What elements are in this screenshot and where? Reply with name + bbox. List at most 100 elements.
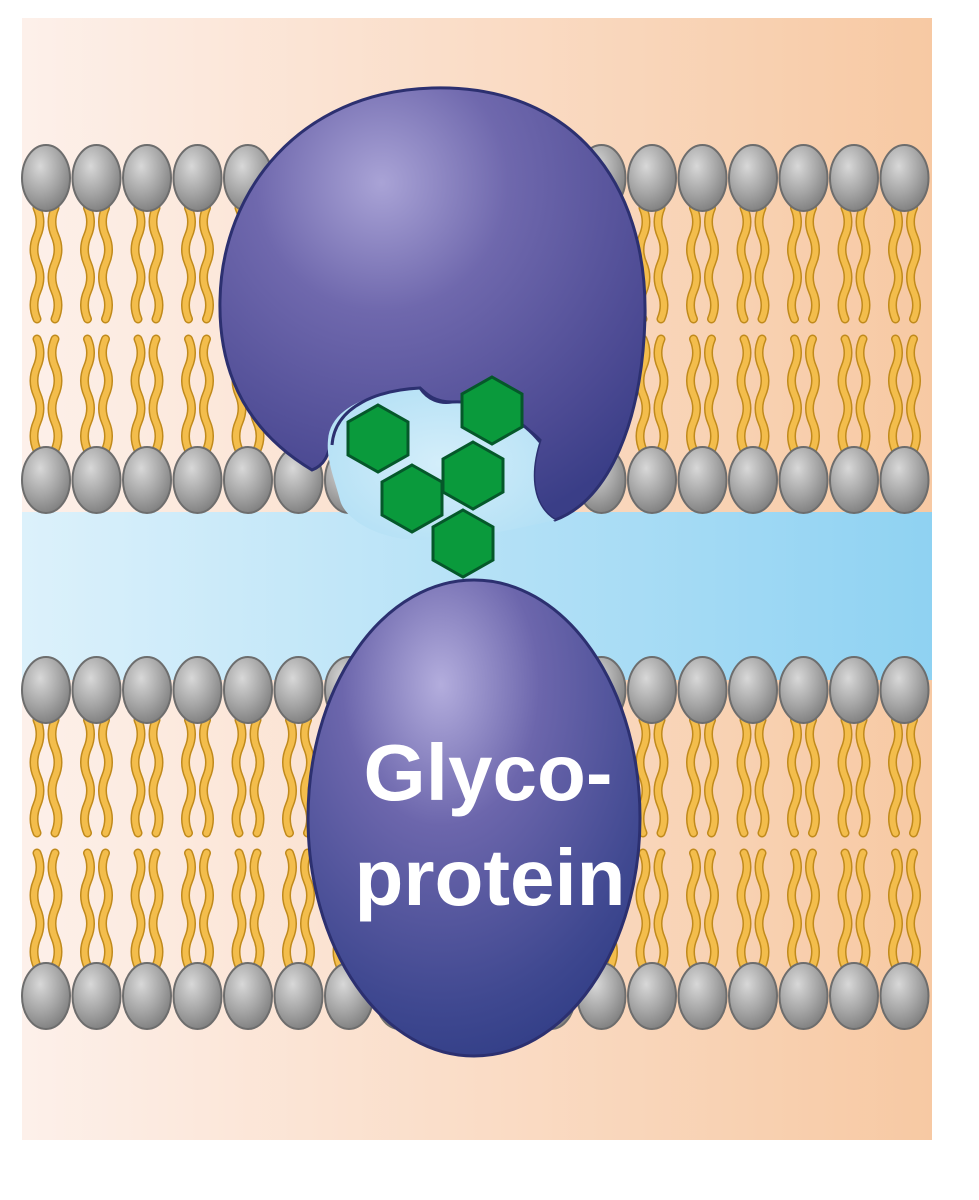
sugar-hexagon-1 [431,508,495,579]
lipid-tail [738,850,750,969]
lipid-tail [889,205,902,322]
glycoprotein-label-line1: Glyco- [364,728,613,817]
lipid-tail [806,717,819,836]
lipid-tail [150,850,162,969]
phospholipid-head [829,144,879,212]
phospholipid-head [829,446,879,514]
lipid-tail [132,850,144,969]
lipid-tail [889,850,902,969]
lipid-tail [806,850,819,969]
phospholipid-head [627,446,677,514]
lipid-tail [31,205,43,322]
lipid-tail [49,205,61,322]
glycoprotein-body [306,578,642,1058]
lipid-tail [200,850,213,969]
lipid-tail [99,336,112,453]
lipid-tail [839,205,851,322]
lipid-tail [182,717,195,836]
lipid-tail [637,850,649,969]
phospholipid-head [627,656,677,724]
lipid-tail [655,717,667,836]
lipid-tail [251,850,263,969]
lipid-tail [687,336,700,453]
lipid-tail [788,850,801,969]
phospholipid-head [728,962,778,1030]
lipid-tail [132,336,144,453]
lipid-tail [756,850,768,969]
lipid-tail [182,205,195,322]
lipid-tail [31,850,43,969]
lipid-tail [150,205,162,322]
lipid-tail [687,717,700,836]
phospholipid-head [172,656,223,724]
phospholipid-head [122,144,172,212]
phospholipid-head [778,446,829,514]
phospholipid-head [778,144,829,212]
lipid-tail [889,336,902,453]
sugar-hexagon-3 [441,440,505,511]
phospholipid-head [677,962,728,1030]
lipid-tail [233,717,245,836]
lipid-tail [839,850,851,969]
lipid-tail [99,717,112,836]
upper-cell-membrane [21,144,930,514]
phospholipid-head [728,446,778,514]
lipid-tail [857,336,869,453]
phospholipid-head [677,144,728,212]
lipid-tail [705,336,718,453]
phospholipid-head [273,962,324,1030]
lipid-tail [756,205,768,322]
lipid-tail [200,205,213,322]
lipid-tail [705,205,718,322]
lipid-tail [655,205,667,322]
phospholipid-head [829,656,879,724]
phospholipid-head [879,446,930,514]
phospholipid-head [627,144,677,212]
lipid-tail [687,850,700,969]
lipid-tail [907,336,920,453]
lipid-tail [705,717,718,836]
phospholipid-head [223,446,273,514]
lipid-tail [49,850,61,969]
lipid-tail [99,850,112,969]
glycoprotein: Glyco- protein [306,578,642,1058]
carbohydrate-chain [346,375,524,579]
phospholipid-head [829,962,879,1030]
phospholipid-head [879,962,930,1030]
lipid-tail [907,850,920,969]
lipid-tail [738,717,750,836]
lipid-tail [788,717,801,836]
lipid-tail [839,717,851,836]
phospholipid-head [627,962,677,1030]
phospholipid-head [778,962,829,1030]
lipid-tail [81,717,94,836]
lipid-tail [857,205,869,322]
phospholipid-head [728,144,778,212]
phospholipid-head [223,962,273,1030]
lipid-tail [655,850,667,969]
phospholipid-head [71,446,122,514]
lipid-tail [182,850,195,969]
lipid-tail [81,205,94,322]
lipid-tail [200,717,213,836]
lipid-tail [233,850,245,969]
lipid-tail [251,717,263,836]
phospholipid-head [172,144,223,212]
glycoprotein-label-line2: protein [354,833,625,922]
lipid-tail [857,717,869,836]
lipid-tail [31,717,43,836]
phospholipid-head [879,144,930,212]
phospholipid-head [677,446,728,514]
lipid-tail [81,850,94,969]
phospholipid-head [21,144,71,212]
phospholipid-head [71,656,122,724]
phospholipid-head [21,962,71,1030]
phospholipid-head [122,656,172,724]
lipid-tail [150,717,162,836]
lipid-tail [182,336,195,453]
lipid-tail [49,336,61,453]
phospholipid-head [71,962,122,1030]
lipid-tail [637,336,649,453]
phospholipid-head [172,962,223,1030]
